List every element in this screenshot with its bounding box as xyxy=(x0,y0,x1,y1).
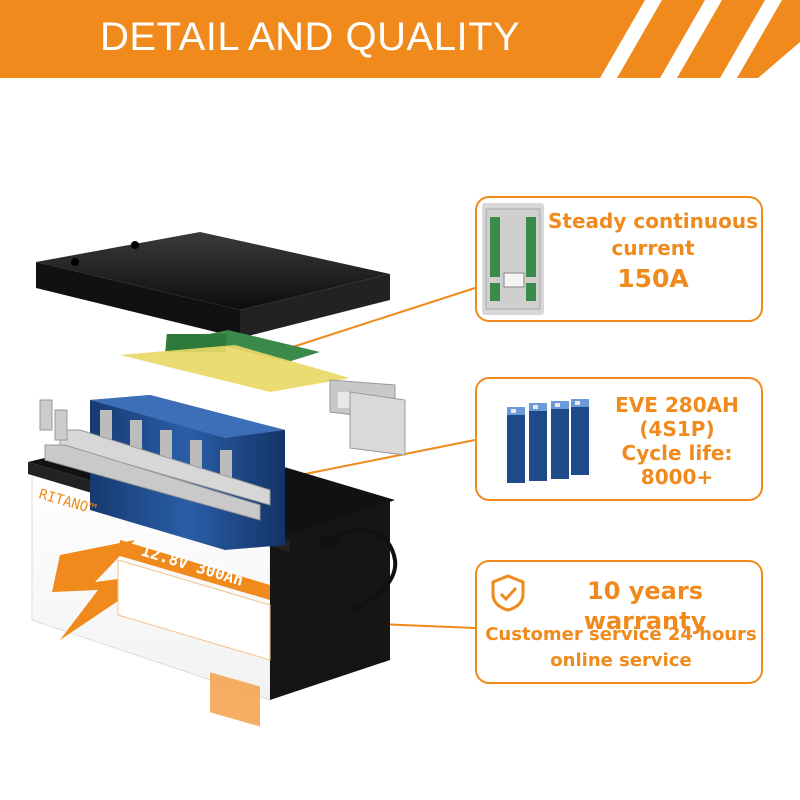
header-shape xyxy=(0,0,800,78)
bms-board-icon xyxy=(482,203,544,315)
header-stripe-2 xyxy=(677,0,765,78)
header-stripe-3 xyxy=(737,0,800,78)
bms-current-value: 150A xyxy=(617,264,689,293)
feature-card-cells: EVE 280AH (4S1P) Cycle life: 8000+ xyxy=(475,377,763,501)
warranty-text-line-2: online service xyxy=(550,650,692,671)
cells-text-line-4: 8000+ xyxy=(640,465,714,489)
header-band xyxy=(0,0,645,78)
cell-pack xyxy=(39,395,285,550)
battery-lid xyxy=(36,232,390,338)
header-banner: DETAIL AND QUALITY xyxy=(0,0,800,78)
bms-text-line-1: Steady continuous xyxy=(548,209,758,233)
lightning-bolt-icon xyxy=(52,540,158,640)
shield-warranty-icon xyxy=(491,574,525,612)
battery-cells-icon xyxy=(507,399,589,483)
feature-card-bms: Steady continuous current 150A xyxy=(475,196,763,322)
page-title: DETAIL AND QUALITY xyxy=(100,15,521,59)
feature-card-warranty: 10 years warranty Customer service 24 ho… xyxy=(475,560,763,684)
header-stripe-1 xyxy=(617,0,705,78)
warranty-title: 10 years warranty xyxy=(583,577,707,635)
cells-text-line-2: (4S1P) xyxy=(639,417,715,441)
connector-line-bms xyxy=(267,287,476,356)
cells-text-line-3: Cycle life: xyxy=(621,441,733,465)
connector-line-cells xyxy=(284,439,476,479)
warranty-text-line-1: Customer service 24 hours xyxy=(485,624,757,645)
bms-layer xyxy=(120,330,406,456)
cells-text-line-1: EVE 280AH xyxy=(615,393,739,417)
bms-text-line-2: current xyxy=(611,236,695,260)
